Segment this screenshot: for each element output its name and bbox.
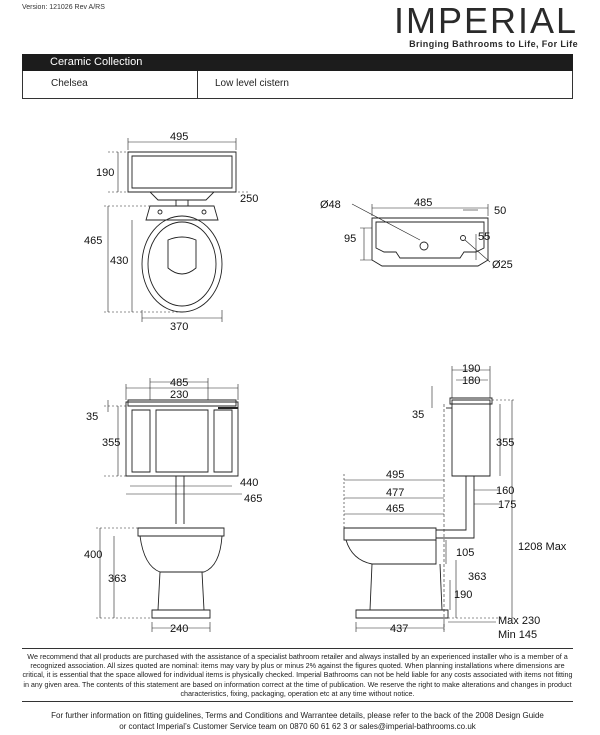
- dim-label: 370: [170, 321, 188, 333]
- product-info-row: Chelsea Low level cistern: [22, 71, 573, 99]
- dim-label: Ø48: [320, 199, 341, 211]
- footer-line-1: For further information on fitting guide…: [51, 711, 544, 720]
- dim-label: 355: [496, 437, 514, 449]
- dim-label: 180: [462, 375, 480, 387]
- dim-label: 175: [498, 499, 516, 511]
- dim-label: 465: [386, 503, 404, 515]
- dim-label: 250: [240, 193, 258, 205]
- dim-label: 485: [414, 197, 432, 209]
- footer-line-2: or contact Imperial’s Customer Service t…: [119, 722, 476, 731]
- drawings-svg: 495 190 250 465 430 370 Ø48 485 50 95 55…: [84, 131, 567, 641]
- dim-label: 190: [462, 363, 480, 375]
- dim-label: 1208 Max: [518, 541, 567, 553]
- disclaimer: We recommend that all products are purch…: [22, 648, 573, 702]
- dim-label: 35: [86, 411, 98, 423]
- product-description: Low level cistern: [197, 71, 289, 98]
- dim-label: 35: [412, 409, 424, 421]
- brand-tagline: Bringing Bathrooms to Life, For Life: [409, 39, 578, 49]
- dim-label: 440: [240, 477, 258, 489]
- collection-header: Ceramic Collection: [22, 54, 573, 71]
- dim-label: 363: [108, 573, 126, 585]
- dim-label: 437: [390, 623, 408, 635]
- dim-label: 465: [244, 493, 262, 505]
- dim-label: 95: [344, 233, 356, 245]
- dim-label: 495: [386, 469, 404, 481]
- dim-label: 230: [170, 389, 188, 401]
- dim-label: 50: [494, 205, 506, 217]
- dim-label: Ø25: [492, 259, 513, 271]
- dim-label: 485: [170, 377, 188, 389]
- dim-label: 190: [454, 589, 472, 601]
- technical-drawings: 495 190 250 465 430 370 Ø48 485 50 95 55…: [0, 100, 600, 645]
- dim-label: 55: [478, 231, 490, 243]
- footer-info: For further information on fitting guide…: [22, 710, 573, 732]
- dim-label: 190: [96, 167, 114, 179]
- side-elevation: [343, 366, 516, 632]
- dim-label: 160: [496, 485, 514, 497]
- dim-label: 355: [102, 437, 120, 449]
- front-elevation: [96, 378, 242, 632]
- dim-label: 465: [84, 235, 102, 247]
- dim-label: 430: [110, 255, 128, 267]
- dim-label: 400: [84, 549, 102, 561]
- cistern-lid-plan: [351, 203, 491, 267]
- dim-label: 363: [468, 571, 486, 583]
- dim-label: 477: [386, 487, 404, 499]
- brand-logo: IMPERIAL Bringing Bathrooms to Life, For…: [393, 0, 578, 50]
- dim-label: Min 145: [498, 629, 537, 641]
- dim-label: 240: [170, 623, 188, 635]
- brand-name: IMPERIAL: [393, 0, 578, 41]
- dim-label: Max 230: [498, 615, 540, 627]
- collection-title: Ceramic Collection: [50, 56, 143, 68]
- plan-view: [104, 138, 250, 322]
- product-name: Chelsea: [51, 78, 88, 89]
- version-label: Version: 121026 Rev A/RS: [22, 4, 105, 11]
- dim-label: 495: [170, 131, 188, 143]
- dim-label: 105: [456, 547, 474, 559]
